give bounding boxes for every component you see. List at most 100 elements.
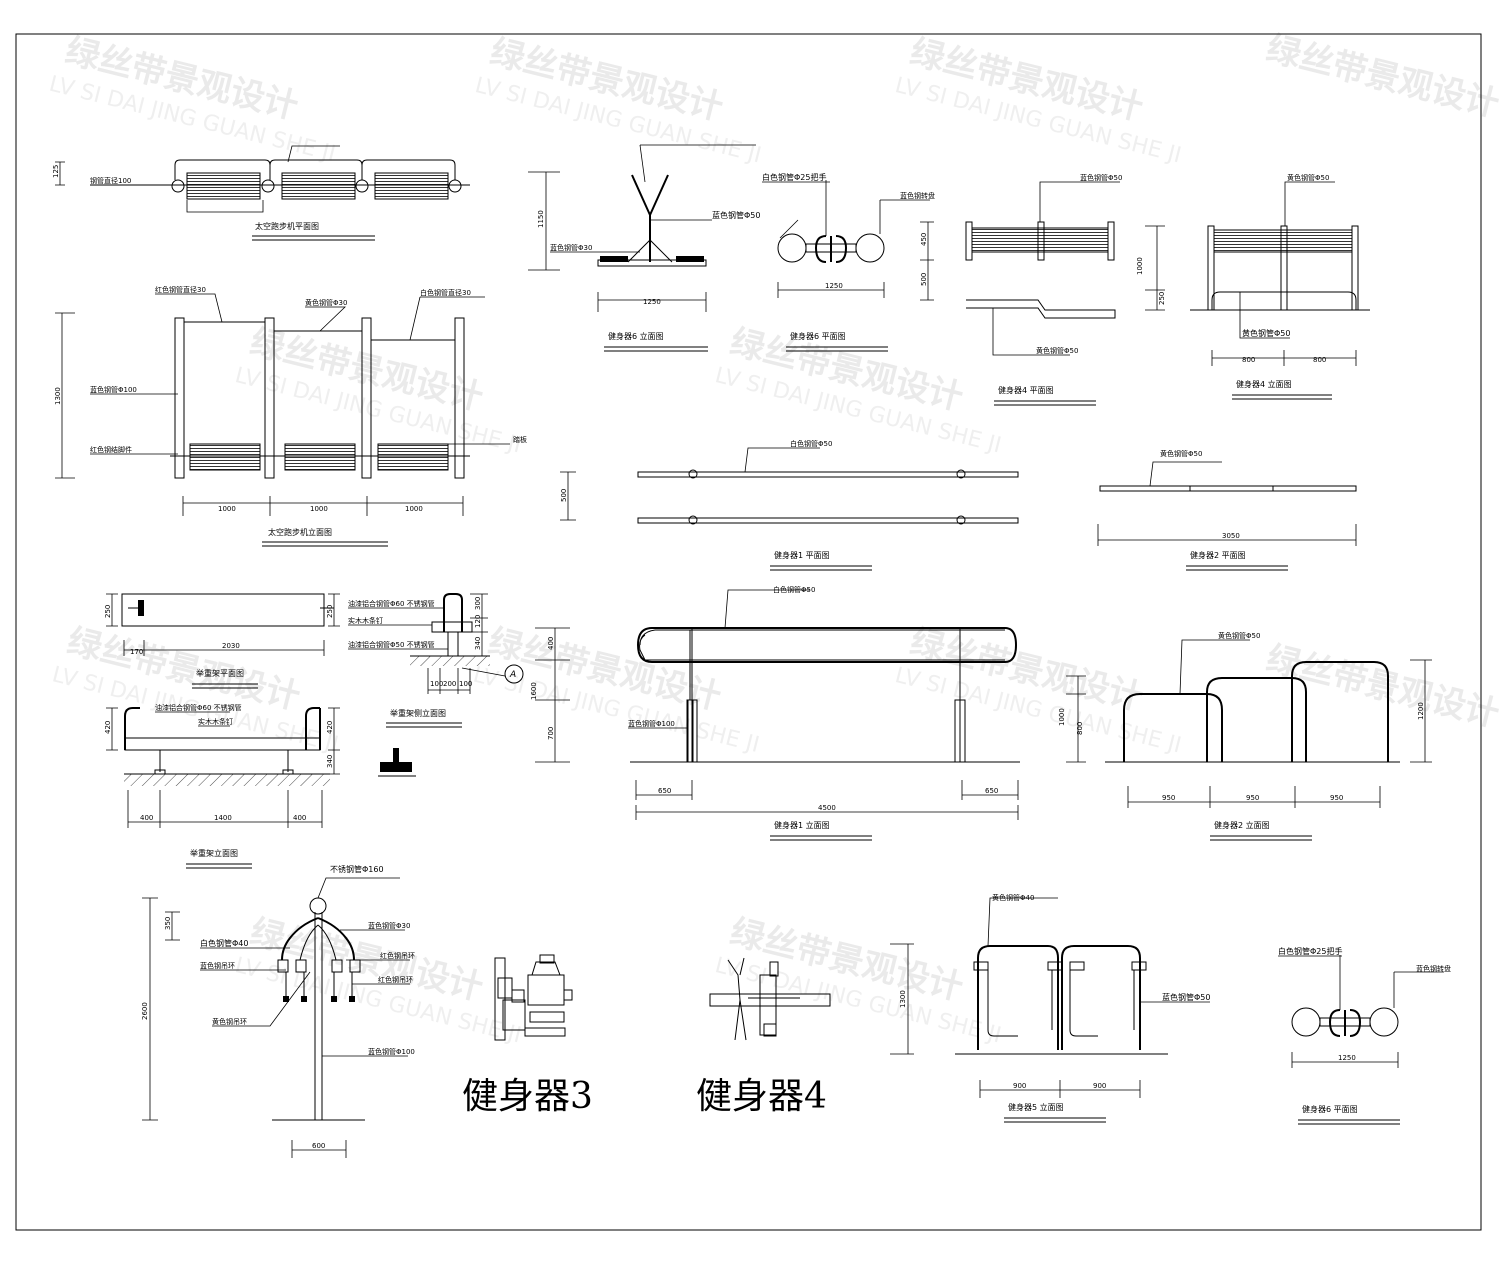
dim-label: 1200	[1417, 702, 1425, 720]
dim-label: 1250	[643, 298, 661, 306]
dim-label: 500	[560, 489, 568, 502]
dim-label: 1000	[405, 505, 423, 513]
dim-label: 600	[312, 1142, 325, 1150]
f4-label: 健身器4	[696, 1076, 827, 1117]
note-label: 白色钢管Φ40	[200, 938, 248, 948]
dim-label: 400	[140, 814, 153, 822]
view-title: 健身器6 平面图	[1302, 1104, 1358, 1114]
f2-elevation: 黄色钢管Φ50 1000 800 1200 950 950 950 健身器2 立…	[1058, 631, 1432, 841]
dim-label: 900	[1013, 1082, 1026, 1090]
dim-label: 200	[443, 680, 456, 688]
note-label: 红色钢管直径30	[155, 285, 206, 294]
note-label: 白色钢管Φ25把手	[1278, 946, 1342, 956]
dim-label: 1400	[214, 814, 232, 822]
note-label: 黄色钢管Φ50	[1160, 449, 1202, 458]
dim-label: 950	[1162, 794, 1175, 802]
note-label: 蓝色钢管Φ30	[550, 243, 592, 252]
dim-label: 2600	[141, 1002, 149, 1020]
dim-label: 2030	[222, 642, 240, 650]
note-label: 黄色钢管Φ50	[1287, 173, 1329, 182]
f6-plan: 白色钢管Φ25把手 蓝色钢转盘 1250 健身器6 平面图	[762, 172, 935, 352]
note-label: 红色钢吊环	[378, 975, 413, 984]
f2-plan: 黄色钢管Φ50 3050 健身器2 平面图	[1097, 449, 1357, 571]
view-title: 健身器4 立面图	[1236, 379, 1292, 389]
dim-label: 700	[547, 727, 555, 740]
note-label: 红色钢结脚件	[90, 445, 132, 454]
note-label: 蓝色钢转盘	[900, 191, 935, 200]
view-title: 太空跑步机平面图	[255, 221, 319, 231]
dim-label: 1000	[1058, 708, 1066, 726]
note-label: 踏板	[513, 435, 527, 444]
view-title: 健身器1 立面图	[774, 820, 830, 830]
note-label: 蓝色钢管Φ50	[712, 210, 760, 220]
f4-sketch: 健身器4	[696, 957, 831, 1117]
view-title: 举重架立面图	[190, 848, 238, 858]
dim-label: 800	[1313, 356, 1326, 364]
detail-symbol	[378, 748, 416, 777]
dim-label: 100	[430, 680, 443, 688]
dim-label: 400	[293, 814, 306, 822]
dim-label: 1000	[1136, 257, 1144, 275]
dim-label: 650	[985, 787, 998, 795]
watermark-cn: 绿丝带景观设计	[1262, 639, 1500, 735]
dim-label: 120	[474, 615, 482, 628]
note-label: 油漆铝合钢管Φ50 不锈钢管	[348, 640, 435, 649]
dim-label: 650	[658, 787, 671, 795]
dim-label: 250	[1158, 292, 1166, 305]
dim-label: 300	[474, 597, 482, 610]
note-label: 蓝色钢管Φ50	[1162, 992, 1210, 1002]
dim-label: 1000	[218, 505, 236, 513]
note-label: 白色钢管直径30	[420, 288, 471, 297]
note-label: 油漆铝合钢管Φ60 不锈钢管	[155, 703, 242, 712]
section-mark: A	[509, 670, 516, 680]
f4-elevation: 1000 250 黄色钢管Φ50 黄色钢管Φ50 800 800 健身器4 立面…	[1136, 173, 1370, 400]
dim-label: 1600	[530, 682, 538, 700]
dim-label: 170	[130, 648, 143, 656]
dim-label: 800	[1076, 722, 1084, 735]
note-label: 黄色钢管Φ50	[1242, 328, 1290, 338]
drawing-frame	[15, 33, 1482, 1231]
view-title: 太空跑步机立面图	[268, 527, 332, 537]
view-title: 健身器6 平面图	[790, 331, 846, 341]
note-label: 黄色钢管Φ40	[992, 893, 1034, 902]
dim-label: 3050	[1222, 532, 1240, 540]
dim-label: 400	[547, 637, 555, 650]
f3-technical-elevation: 不锈钢管Φ160 蓝色钢管Φ30 白色钢管Φ40 红色钢吊环 蓝色钢吊环 红色钢…	[141, 864, 415, 1158]
dim-label: 350	[164, 917, 172, 930]
view-title: 举重架平面图	[196, 668, 244, 678]
note-label: 黄色钢吊环	[212, 1017, 247, 1026]
note-label: 黄色钢管Φ50	[1218, 631, 1260, 640]
view-title: 健身器5 立面图	[1008, 1102, 1064, 1112]
note-label: 不锈钢管Φ160	[330, 864, 384, 874]
note-label: 蓝色钢管Φ100	[628, 719, 675, 728]
dim-label: 1250	[825, 282, 843, 290]
f5-elevation: 黄色钢管Φ40 蓝色钢管Φ50 1300 900 900 健身器5 立面图	[890, 893, 1210, 1123]
note-label: 白色钢管Φ25把手	[762, 172, 826, 182]
note-label: 蓝色钢管Φ100	[368, 1047, 415, 1056]
dim-label: 250	[104, 605, 112, 618]
weight-rack-plan: 250 250 170 2030 举重架平面图	[104, 593, 340, 689]
dim-label: 500	[920, 273, 928, 286]
note-label: 蓝色钢管Φ50	[1080, 173, 1122, 182]
dim-label: 250	[326, 605, 334, 618]
note-label: 实木木条钉	[198, 717, 233, 726]
watermark-cn: 绿丝带景观设计	[1262, 29, 1500, 125]
note-label: 蓝色钢管Φ100	[90, 385, 137, 394]
dim-label: 420	[326, 721, 334, 734]
dim-label: 1250	[1338, 1054, 1356, 1062]
dim-label: 1300	[899, 990, 907, 1008]
note-label: 蓝色钢转盘	[1416, 964, 1451, 973]
f3-sketch: 健身器3	[462, 954, 593, 1117]
dim-label: 1300	[54, 387, 62, 405]
dim-label: 1150	[537, 210, 545, 228]
note-label: 白色钢管Φ50	[790, 439, 832, 448]
treadmill-plan: 125 钢管直径100 太空跑步机平面图	[52, 145, 470, 241]
view-title: 健身器2 立面图	[1214, 820, 1270, 830]
f3-label: 健身器3	[462, 1076, 593, 1117]
view-title: 举重架侧立面图	[390, 708, 446, 718]
view-title: 健身器4 平面图	[998, 385, 1054, 395]
dim-label: 125	[52, 165, 60, 178]
view-title: 健身器1 平面图	[774, 550, 830, 560]
note-label: 钢管直径100	[90, 176, 131, 185]
view-title: 健身器2 平面图	[1190, 550, 1246, 560]
